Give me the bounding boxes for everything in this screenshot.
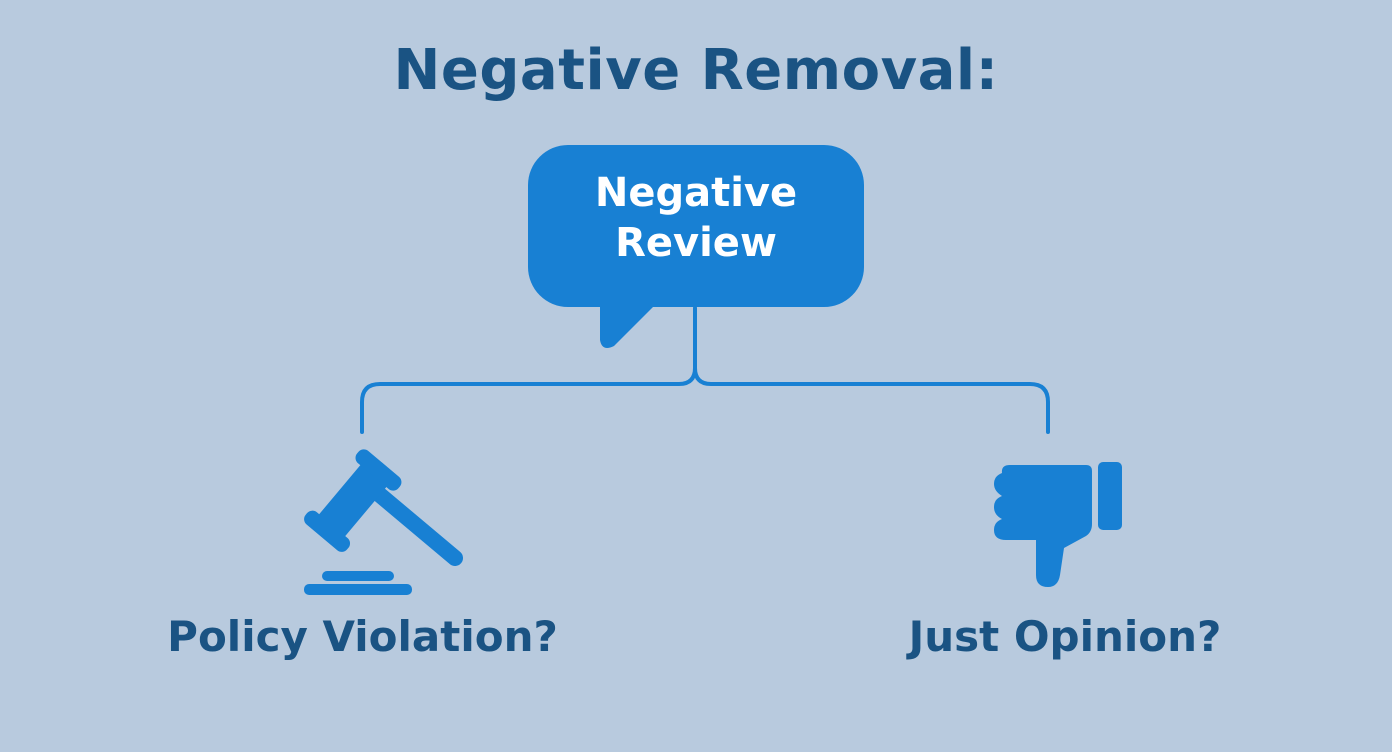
connector-right bbox=[693, 366, 1050, 434]
speech-bubble-tail bbox=[600, 300, 660, 348]
gavel-icon bbox=[304, 449, 463, 595]
branch-label-just-opinion: Just Opinion? bbox=[908, 612, 1222, 661]
center-node-text: Negative Review bbox=[528, 168, 864, 268]
thumbs-down-icon bbox=[994, 462, 1122, 587]
speech-bubble bbox=[528, 145, 864, 348]
diagram-title: Negative Removal: bbox=[393, 38, 999, 103]
connector-lines bbox=[360, 306, 1050, 434]
branch-label-policy-violation: Policy Violation? bbox=[167, 612, 558, 661]
connector-left bbox=[360, 306, 697, 434]
center-node-line2: Review bbox=[615, 220, 777, 266]
center-node-line1: Negative bbox=[594, 170, 798, 216]
